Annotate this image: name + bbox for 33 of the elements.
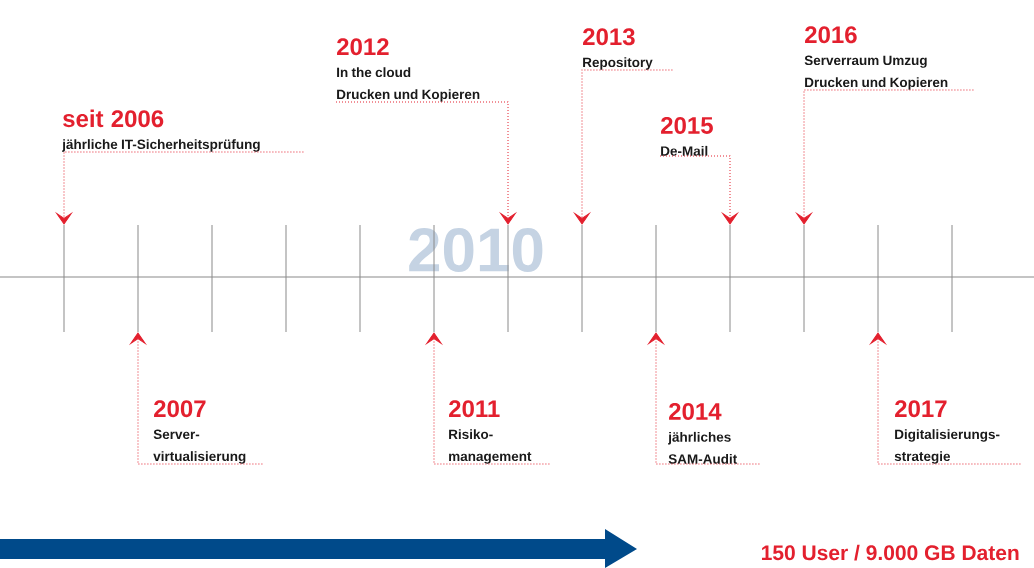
leader-arrow xyxy=(335,101,516,225)
event-text: 2017 Digitalisierungs- strategie xyxy=(894,400,1000,464)
event-text: 2014 jährliches SAM-Audit xyxy=(668,402,737,464)
leader-arrow xyxy=(130,332,263,465)
timeline-tick xyxy=(877,225,879,332)
leader-arrow xyxy=(426,332,550,465)
event-text: 2013 Repository xyxy=(583,28,653,70)
timeline-tick xyxy=(803,225,805,332)
leader-arrow xyxy=(796,89,974,225)
timeline-tick xyxy=(729,225,731,332)
event-text: 2016 Serverraum Umzug Drucken und Kopieren xyxy=(804,26,948,90)
event-text: 2007 Server- virtualisierung xyxy=(153,400,246,464)
timeline-tick xyxy=(359,225,361,332)
timeline-tick xyxy=(951,225,953,332)
leader-arrow xyxy=(659,155,738,225)
leader-arrow xyxy=(648,332,760,465)
event-text: seit 2006 jährliche IT-Sicherheitsprüfung xyxy=(62,109,260,152)
timeline-tick xyxy=(137,225,139,332)
event-text: 2015 De-Mail xyxy=(661,116,713,156)
leader-arrow xyxy=(574,69,673,225)
timeline-tick xyxy=(581,225,583,332)
timeline-tick xyxy=(285,225,287,332)
leader-arrow xyxy=(56,151,304,225)
timeline-tick xyxy=(507,225,509,332)
summary-text: 150 User / 9.000 GB Daten xyxy=(762,544,1019,561)
timeline-tick xyxy=(655,225,657,332)
timeline-tick xyxy=(211,225,213,332)
event-text: 2011 Risiko- management xyxy=(449,400,532,464)
timeline-tick xyxy=(63,225,65,332)
event-text: 2012 In the cloud Drucken und Kopieren xyxy=(337,38,480,102)
leader-arrow xyxy=(870,332,1021,465)
year-watermark: 2010 xyxy=(409,228,543,272)
timeline-tick xyxy=(433,225,435,332)
